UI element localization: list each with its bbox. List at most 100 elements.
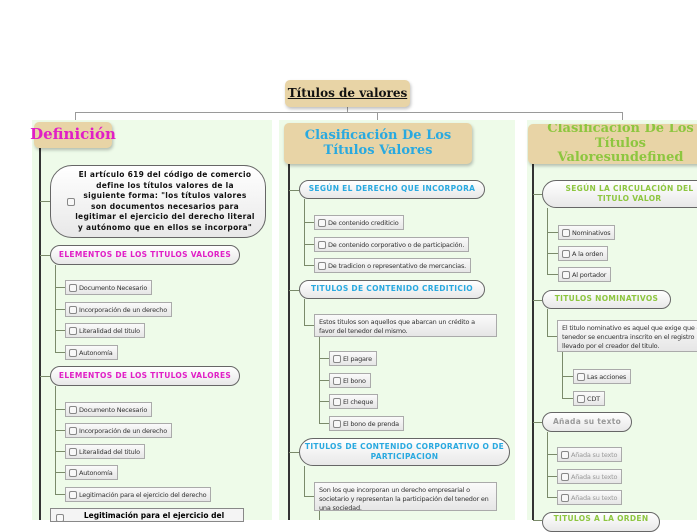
list-item[interactable]: Añada su texto: [557, 447, 623, 462]
list-item[interactable]: El bono: [329, 373, 371, 388]
checkbox-icon[interactable]: [561, 450, 569, 459]
connector: [319, 401, 329, 402]
connector: [289, 290, 299, 291]
item-label: Nominativos: [572, 228, 611, 237]
item-label: Autonomía: [79, 348, 113, 357]
segun-circulacion-node[interactable]: SEGÚN LA CIRCULACIÓN DEL TITULO VALOR: [542, 180, 697, 208]
list-item[interactable]: Literalidad del titulo: [65, 323, 145, 338]
list-item[interactable]: Literalidad del titulo: [65, 444, 145, 459]
checkbox-icon[interactable]: [69, 305, 77, 314]
list-item[interactable]: Documento Necesario: [65, 280, 153, 295]
checkbox-icon[interactable]: [69, 348, 77, 357]
item-label: Añada su texto: [571, 493, 618, 502]
checkbox-icon[interactable]: [69, 490, 77, 499]
item-label: Añada su texto: [571, 450, 618, 459]
connector: [55, 386, 56, 495]
list-item[interactable]: De tradicion o representativo de mercanc…: [314, 258, 471, 273]
connector: [548, 232, 558, 233]
list-item[interactable]: Nominativos: [558, 225, 616, 240]
checkbox-icon[interactable]: [562, 270, 570, 279]
item-label: El cheque: [343, 397, 374, 406]
connector: [533, 300, 542, 301]
connector: [547, 309, 548, 336]
checkbox-icon[interactable]: [333, 397, 341, 406]
crediticio-node[interactable]: TITULOS DE CONTENIDO CREDITICIO: [299, 280, 485, 299]
connector: [304, 325, 314, 326]
list-item[interactable]: Incorporación de un derecho: [65, 423, 172, 438]
checkbox-icon[interactable]: [577, 394, 585, 403]
legitimacion-text: Legitimación para el ejercicio del: [83, 511, 225, 520]
checkbox-icon[interactable]: [318, 218, 326, 227]
checkbox-icon[interactable]: [562, 228, 570, 237]
definition-header[interactable]: Definición: [30, 122, 116, 148]
connector: [40, 255, 50, 256]
connector: [55, 287, 65, 288]
list-item[interactable]: CDT: [573, 391, 605, 406]
checkbox-icon[interactable]: [69, 326, 77, 335]
connector: [55, 330, 65, 331]
checkbox-icon[interactable]: [318, 261, 326, 270]
checkbox-icon[interactable]: [333, 376, 341, 385]
checkbox-icon[interactable]: [318, 240, 326, 249]
checkbox-icon[interactable]: [333, 419, 341, 428]
checkbox-icon[interactable]: [69, 447, 77, 456]
root-node[interactable]: Títulos de valores: [285, 80, 410, 107]
list-item[interactable]: Las acciones: [573, 369, 632, 384]
connector: [304, 466, 305, 496]
connector: [377, 112, 378, 124]
connector: [304, 222, 314, 223]
connector: [622, 112, 623, 124]
definition-node[interactable]: El artículo 619 del código de comercio d…: [50, 165, 266, 238]
checkbox-icon[interactable]: [69, 468, 77, 477]
a-la-orden-node[interactable]: TITULOS A LA ORDEN: [542, 512, 660, 532]
classification-header-2[interactable]: Clasificación De Los Títulos Valoresunde…: [528, 124, 697, 164]
list-item[interactable]: Añada su texto: [557, 490, 623, 505]
connector: [55, 451, 65, 452]
classification-header[interactable]: Clasificación De Los Títulos Valores: [284, 123, 472, 164]
segun-derecho-node[interactable]: SEGÚN EL DERECHO QUE INCORPORA: [299, 180, 485, 199]
list-item[interactable]: Al portador: [558, 267, 612, 282]
item-label: Añada su texto: [571, 472, 618, 481]
list-item[interactable]: El pagare: [329, 351, 377, 366]
checkbox-icon[interactable]: [561, 472, 569, 481]
elements-node-2[interactable]: ELEMENTOS DE LOS TITULOS VALORES: [50, 366, 240, 386]
list-item[interactable]: Autonomía: [65, 345, 118, 360]
checkbox-icon[interactable]: [56, 514, 64, 522]
list-item[interactable]: De contenido crediticio: [314, 215, 404, 230]
branch-line: [39, 148, 41, 520]
connector: [55, 472, 65, 473]
list-item[interactable]: A la orden: [558, 246, 609, 261]
checkbox-icon[interactable]: [69, 283, 77, 292]
list-item[interactable]: Documento Necesario: [65, 402, 153, 417]
checkbox-icon[interactable]: [561, 493, 569, 502]
elements-node-1[interactable]: ELEMENTOS DE LOS TITULOS VALORES: [50, 245, 240, 265]
item-label: Documento Necesario: [79, 283, 148, 292]
list-item[interactable]: Añada su texto: [557, 469, 623, 484]
checkbox-icon[interactable]: [333, 354, 341, 363]
connector: [55, 309, 65, 310]
list-item[interactable]: De contenido corporativo o de participac…: [314, 237, 470, 252]
nominativos-node[interactable]: TITULOS NOMINATIVOS: [542, 290, 671, 309]
placeholder-node[interactable]: Añada su texto: [542, 412, 632, 432]
checkbox-icon[interactable]: [69, 426, 77, 435]
checkbox-icon[interactable]: [69, 405, 77, 414]
connector: [304, 199, 305, 266]
list-item[interactable]: El bono de prenda: [329, 416, 404, 431]
connector: [548, 253, 558, 254]
checkbox-icon[interactable]: [67, 198, 75, 206]
corporativo-node[interactable]: TITULOS DE CONTENIDO CORPORATIVO O DE PA…: [299, 438, 510, 466]
list-item[interactable]: Legitimación para el ejercicio del derec…: [65, 487, 212, 502]
list-item[interactable]: Incorporación de un derecho: [65, 302, 172, 317]
connector: [547, 454, 557, 455]
connector: [347, 107, 348, 113]
item-label: De contenido crediticio: [328, 218, 399, 227]
checkbox-icon[interactable]: [577, 372, 585, 381]
connector: [562, 352, 563, 399]
item-label: El pagare: [343, 354, 372, 363]
connector: [563, 376, 573, 377]
list-item[interactable]: El cheque: [329, 394, 379, 409]
checkbox-icon[interactable]: [562, 249, 570, 258]
list-item[interactable]: Autonomía: [65, 465, 118, 480]
item-label: De tradicion o representativo de mercanc…: [328, 261, 466, 270]
item-label: A la orden: [572, 249, 604, 258]
